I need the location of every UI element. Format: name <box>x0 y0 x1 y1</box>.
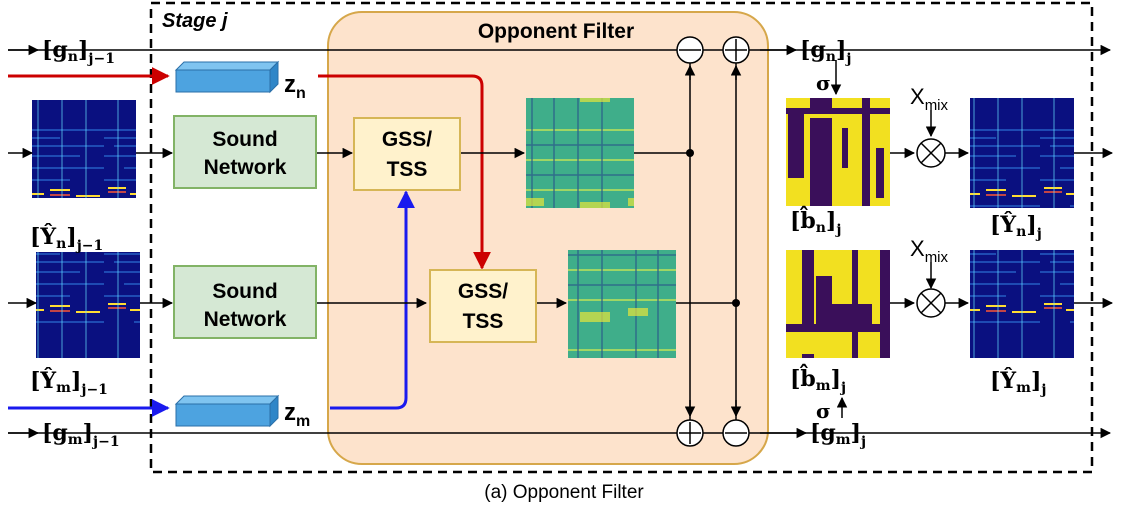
Y-m-out-label: [Ŷm]j <box>990 367 1046 398</box>
mask-n <box>786 98 890 206</box>
sigma-top: σ <box>816 71 831 95</box>
minus-operator-bottom <box>722 419 750 447</box>
red-latent-path <box>318 74 491 270</box>
latent-block-m <box>174 394 280 428</box>
output-spectrogram-n <box>970 98 1074 208</box>
plus-operator-bottom <box>676 419 704 447</box>
stage-label: Stage j <box>162 10 228 32</box>
sound-network-top-line2: Network <box>204 156 287 179</box>
opponent-filter-region <box>327 11 769 465</box>
sigma-bottom: σ <box>816 399 831 423</box>
latent-block-n <box>174 60 280 94</box>
filtered-spectrogram-m <box>568 250 676 358</box>
input-spectrogram-n <box>32 100 136 198</box>
stage-frame <box>149 1 1094 474</box>
gss-tss-bottom <box>429 269 537 343</box>
g-n-in-label: [gn]j−1 <box>42 37 115 67</box>
g-m-in-label: [gm]j−1 <box>42 420 120 450</box>
sound-network-top-line1: Sound <box>212 128 277 151</box>
g-m-out-label: [gm]j <box>810 420 866 450</box>
sound-network-bottom-line2: Network <box>204 308 287 331</box>
z-m-label: zm <box>284 399 310 430</box>
Y-n-in-label: [Ŷn]j−1 <box>30 223 103 254</box>
b-m-label: [b̂m]j <box>790 364 846 396</box>
z-n-label: zn <box>284 71 306 102</box>
x-mix-bottom-label: Xmix <box>910 236 949 266</box>
times-operator-top <box>916 138 946 168</box>
blue-latent-path <box>330 190 415 410</box>
junction-bottom-right <box>732 299 740 307</box>
input-spectrogram-m <box>36 252 140 358</box>
gss-tss-top <box>353 117 461 191</box>
gss-tss-top-line1: GSS/ <box>382 128 432 151</box>
sound-network-top <box>173 115 317 189</box>
filtered-spectrogram-n <box>526 98 634 208</box>
g-n-out-label: [gn]j <box>800 37 851 67</box>
figure-caption: (a) Opponent Filter <box>484 482 644 503</box>
gss-tss-bottom-line1: GSS/ <box>458 280 508 303</box>
junction-top-left <box>686 149 694 157</box>
sound-network-bottom <box>173 265 317 339</box>
b-n-label: [b̂n]j <box>790 206 841 238</box>
gss-tss-top-line2: TSS <box>387 158 428 181</box>
Y-n-out-label: [Ŷn]j <box>990 211 1042 242</box>
x-mix-top-label: Xmix <box>910 84 949 114</box>
gss-tss-bottom-line2: TSS <box>463 310 504 333</box>
opponent-filter-title: Opponent Filter <box>478 20 634 43</box>
mask-m <box>786 250 890 358</box>
sound-network-bottom-line1: Sound <box>212 280 277 303</box>
Y-m-in-label: [Ŷm]j−1 <box>30 367 108 398</box>
plus-operator-top <box>722 36 750 64</box>
output-spectrogram-m <box>970 250 1074 358</box>
times-operator-bottom <box>916 288 946 318</box>
minus-operator-top <box>676 36 704 64</box>
